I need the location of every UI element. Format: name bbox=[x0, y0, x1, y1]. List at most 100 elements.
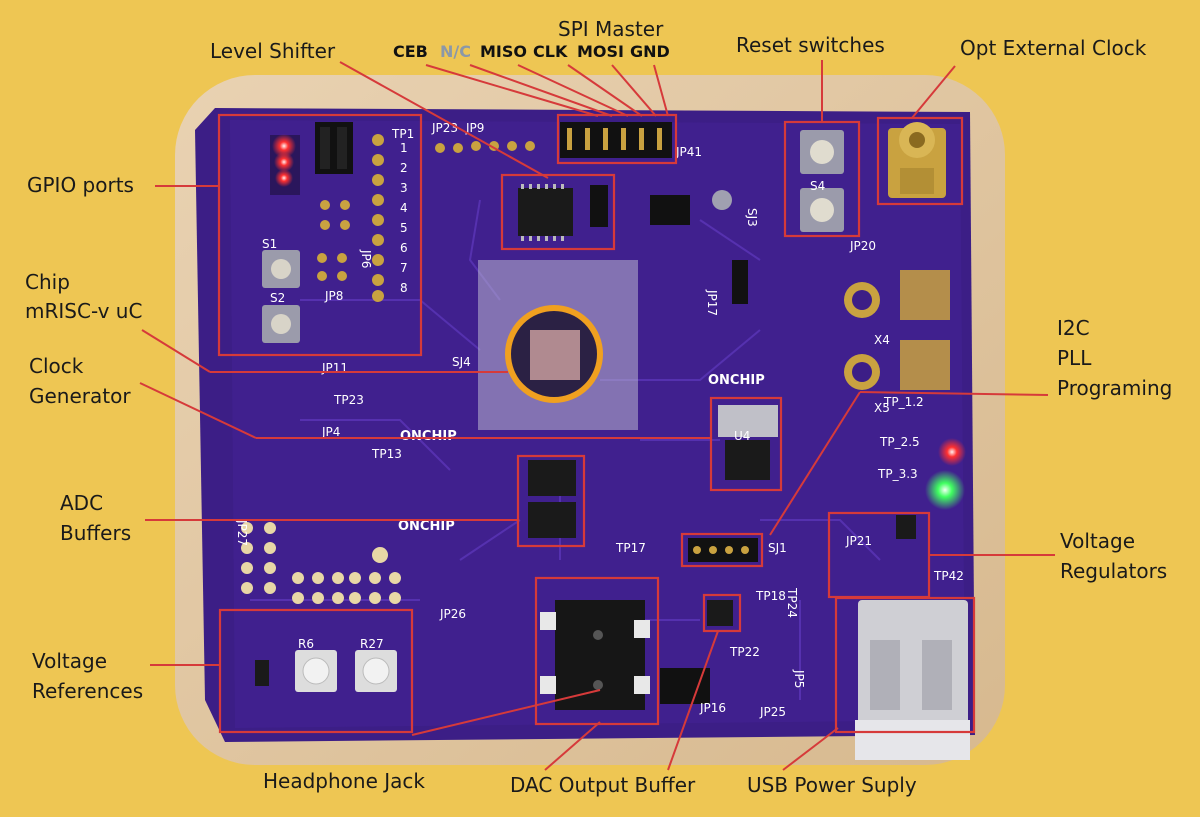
jumper-jp41: JP41 bbox=[675, 145, 702, 159]
clock-box bbox=[876, 116, 964, 206]
jumper-jp8: JP8 bbox=[324, 289, 343, 303]
level-shifter-box bbox=[500, 173, 616, 251]
part-r6: R6 bbox=[298, 637, 314, 651]
gpio-area bbox=[262, 122, 384, 343]
testpoint-tp17: TP17 bbox=[615, 541, 646, 555]
level-shifter-label: Level Shifter bbox=[210, 39, 336, 63]
jumper-jp27: JP27 bbox=[235, 519, 249, 546]
testpoint-tp18: TP18 bbox=[755, 589, 786, 603]
header-number-3: 3 bbox=[400, 181, 408, 195]
jumper-jp9: JP9 bbox=[465, 121, 484, 135]
header-number-7: 7 bbox=[400, 261, 408, 275]
headphone-jack-label: Headphone Jack bbox=[263, 769, 425, 793]
spi-pin-miso: MISO bbox=[480, 42, 527, 61]
jumper-jp17: JP17 bbox=[705, 289, 719, 316]
i2c-label-line1: I2C bbox=[1057, 316, 1090, 340]
spi-master-label: SPI Master bbox=[558, 17, 664, 41]
header-number-4: 4 bbox=[400, 201, 408, 215]
part-sj1: SJ1 bbox=[768, 541, 787, 555]
jumper-jp16: JP16 bbox=[699, 701, 726, 715]
part-u4: U4 bbox=[734, 429, 750, 443]
testpoint-tp-2-5: TP_2.5 bbox=[879, 435, 920, 449]
voltage-regulators-label-line2: Regulators bbox=[1060, 559, 1168, 583]
reset-switches-label: Reset switches bbox=[736, 33, 885, 57]
part-s4: S4 bbox=[810, 179, 825, 193]
adc-label-line2: Buffers bbox=[60, 521, 132, 545]
dac-box bbox=[702, 593, 742, 633]
opt-external-clock-label: Opt External Clock bbox=[960, 36, 1147, 60]
voltage-references-label-line1: Voltage bbox=[32, 649, 108, 673]
adc-box bbox=[516, 454, 586, 548]
spi-pin-clk: CLK bbox=[533, 42, 568, 61]
testpoint-tp13: TP13 bbox=[371, 447, 402, 461]
testpoint-tp24: TP24 bbox=[785, 587, 799, 618]
headphone-jack-part bbox=[540, 600, 650, 710]
adc-buffer-ic-2 bbox=[528, 502, 576, 538]
testpoint-tp1: TP1 bbox=[391, 127, 414, 141]
testpoint-tp42: TP42 bbox=[933, 569, 964, 583]
voltage-regulators-label-line1: Voltage bbox=[1060, 529, 1136, 553]
voltage-references-label-line2: References bbox=[32, 679, 144, 703]
chip-label-line1: Chip bbox=[25, 270, 70, 294]
chip-highlight-ring bbox=[505, 305, 603, 403]
jumper-jp20: JP20 bbox=[849, 239, 876, 253]
testpoint-tp22: TP22 bbox=[729, 645, 760, 659]
vref-box bbox=[218, 608, 414, 734]
header-number-5: 5 bbox=[400, 221, 408, 235]
clock-generator-label-line2: Generator bbox=[29, 384, 131, 408]
header-number-6: 6 bbox=[400, 241, 408, 255]
usb-power-supply-label: USB Power Suply bbox=[747, 773, 917, 797]
onchip-logo-text-2: ONCHIP bbox=[398, 519, 455, 534]
jumper-jp4: JP4 bbox=[321, 425, 340, 439]
gpio-box bbox=[217, 113, 423, 357]
header-number-8: 8 bbox=[400, 281, 408, 295]
pll-chip bbox=[725, 440, 770, 480]
sma-connector bbox=[888, 122, 946, 198]
onchip-logos: ONCHIP ONCHIP ONCHIP bbox=[398, 373, 765, 534]
jumper-jp26: JP26 bbox=[439, 607, 466, 621]
jumper-jp25: JP25 bbox=[759, 705, 786, 719]
i2c-label-line2: PLL bbox=[1057, 346, 1092, 370]
onchip-logo-text-1: ONCHIP bbox=[400, 429, 457, 444]
onchip-logo-text-3: ONCHIP bbox=[708, 373, 765, 388]
usb-box bbox=[834, 596, 976, 734]
dac-output-buffer-label: DAC Output Buffer bbox=[510, 773, 696, 797]
adc-buffer-ic-1 bbox=[528, 460, 576, 496]
part-x4: X4 bbox=[874, 333, 890, 347]
header-number-2: 2 bbox=[400, 161, 408, 175]
voltage-reference-pots bbox=[255, 650, 397, 692]
spi-pin-nc: N/C bbox=[440, 42, 471, 61]
dac-buffer-ic bbox=[707, 600, 733, 626]
usb-connector bbox=[855, 600, 970, 760]
part-sj4: SJ4 bbox=[452, 355, 471, 369]
header-number-1: 1 bbox=[400, 141, 408, 155]
spi-pin-ceb: CEB bbox=[393, 42, 428, 61]
part-r27: R27 bbox=[360, 637, 384, 651]
testpoint-tp-1-2: TP_1.2 bbox=[883, 395, 924, 409]
adc-label-line1: ADC bbox=[60, 491, 104, 515]
testpoint-tp23: TP23 bbox=[333, 393, 364, 407]
i2c-label-line3: Programing bbox=[1057, 376, 1173, 400]
reset-switch-parts bbox=[800, 130, 844, 232]
spi-pin-mosi: MOSI bbox=[577, 42, 624, 61]
part-s1: S1 bbox=[262, 237, 277, 251]
part-sj3: SJ3 bbox=[745, 208, 759, 227]
level-shifter-ic bbox=[518, 188, 573, 236]
chip-label-line2: mRISC-v uC bbox=[25, 299, 143, 323]
part-x5: X5 bbox=[874, 401, 890, 415]
clock-generator-label-line1: Clock bbox=[29, 354, 84, 378]
spi-pin-gnd: GND bbox=[630, 42, 670, 61]
part-s2: S2 bbox=[270, 291, 285, 305]
callout-lines bbox=[139, 60, 1055, 771]
spi-box bbox=[556, 113, 678, 165]
i2c-header-box bbox=[680, 532, 764, 568]
testpoint-tp-3-3: TP_3.3 bbox=[877, 467, 918, 481]
pll-box bbox=[709, 396, 783, 492]
right-side-parts bbox=[732, 260, 966, 510]
jumper-jp21: JP21 bbox=[845, 534, 872, 548]
gpio-ports-label: GPIO ports bbox=[27, 173, 134, 197]
jumper-jp6: JP6 bbox=[359, 249, 373, 268]
